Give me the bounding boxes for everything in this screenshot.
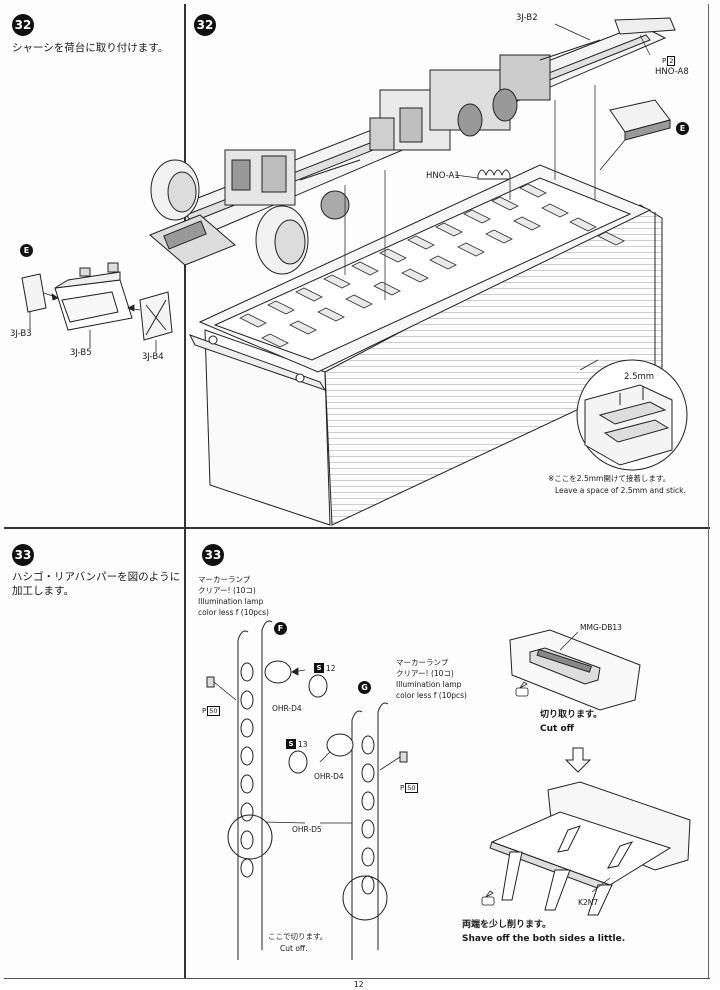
- lamp1-en2: color less f (10pcs): [198, 608, 269, 617]
- shave-en: Shave off the both sides a little.: [462, 934, 626, 944]
- step-32-badge-right: 32: [194, 14, 216, 36]
- step-32-instruction: シャーシを荷台に取り付けます。: [12, 42, 169, 54]
- page-ref-1-letter: P: [202, 707, 207, 715]
- lamp-parts: [206, 660, 408, 774]
- k2n7-drawing: [489, 781, 691, 916]
- label-ohr-d4-b: OHR-D4: [314, 772, 344, 781]
- lamp-lines: [213, 667, 401, 824]
- step-33-instruction: ハシゴ・リアバンパーを図のように加工します。: [12, 571, 181, 597]
- tool-icons: [481, 681, 529, 906]
- detail-zoom-circle: [576, 359, 688, 471]
- e-part-drawing: [609, 99, 671, 141]
- lamp2-en1: Illumination lamp: [396, 680, 462, 689]
- mmg-db13-drawing: [509, 629, 641, 711]
- hno-a1-part: [477, 169, 511, 180]
- down-arrow: [564, 747, 592, 773]
- page-ref-2-letter: P: [400, 784, 405, 792]
- marker-f: F: [274, 622, 287, 635]
- label-3j-b3: 3J-B3: [10, 329, 32, 339]
- lamp1-jp1: マーカーランプ: [198, 575, 251, 584]
- label-k2n7: K2N7: [578, 898, 599, 907]
- step-33-badge-right: 33: [202, 544, 224, 566]
- marker-g: G: [358, 681, 371, 694]
- row-divider: [4, 527, 710, 529]
- deck-slats: [239, 183, 625, 348]
- label-3j-b4: 3J-B4: [142, 352, 164, 362]
- lamp1-jp2: クリアー! (10コ): [198, 586, 256, 595]
- column-divider: [184, 4, 186, 979]
- sticker-s12-badge: S: [314, 663, 324, 673]
- page-number: 12: [354, 980, 364, 989]
- shave-jp: 両端を少し削ります。: [462, 920, 552, 930]
- sticker-s12-num: 12: [326, 664, 336, 673]
- label-gap-2-5mm: 2.5mm: [624, 372, 655, 382]
- cutoff-jp: 切り取ります。: [540, 710, 603, 720]
- page-ref-2-number: 50: [405, 783, 418, 793]
- lamp2-jp2: クリアー! (10コ): [396, 669, 454, 678]
- bottom-border: [4, 978, 710, 980]
- marker-e-left: E: [20, 244, 33, 257]
- page-ref-number: 2: [667, 56, 676, 66]
- step-33-badge: 33: [12, 544, 34, 566]
- page-ref-1-number: 50: [207, 706, 220, 716]
- label-mmg-db13: MMG-DB13: [580, 623, 622, 632]
- cargo-body-drawing: [188, 164, 663, 526]
- right-border: [708, 4, 710, 979]
- label-ohr-d4-a: OHR-D4: [272, 704, 302, 713]
- sticker-s13-num: 13: [298, 740, 308, 749]
- attachment-lines: [344, 85, 596, 300]
- note-japanese: ※ここを2.5mm開けて接着します。: [548, 474, 671, 483]
- label-3j-b2: 3J-B2: [516, 13, 538, 23]
- sticker-s13-badge: S: [286, 739, 296, 749]
- page-ref-letter: P: [662, 57, 667, 65]
- chassis-drawing: [149, 17, 676, 275]
- label-ohr-d5: OHR-D5: [292, 825, 322, 834]
- cutoff-en: Cut off: [540, 724, 574, 734]
- ladder-left-drawing: [227, 620, 273, 960]
- label-3j-b5: 3J-B5: [70, 348, 92, 358]
- left-parts-arrows: [29, 292, 157, 352]
- label-hno-a1: HNO-A1: [426, 171, 460, 181]
- lamp1-en1: Illumination lamp: [198, 597, 264, 606]
- note-english: Leave a space of 2.5mm and stick.: [555, 486, 686, 495]
- lamp2-jp1: マーカーランプ: [396, 658, 449, 667]
- cut-here-jp: ここで切ります。: [268, 932, 328, 941]
- marker-e-right: E: [676, 122, 689, 135]
- ladder-right-drawing: [342, 702, 389, 960]
- lamp2-en2: color less f (10pcs): [396, 691, 467, 700]
- label-hno-a8: HNO-A8: [655, 67, 689, 77]
- cut-here-en: Cut off.: [280, 944, 308, 953]
- left-parts-drawing: [21, 262, 173, 341]
- step-32-badge: 32: [12, 14, 34, 36]
